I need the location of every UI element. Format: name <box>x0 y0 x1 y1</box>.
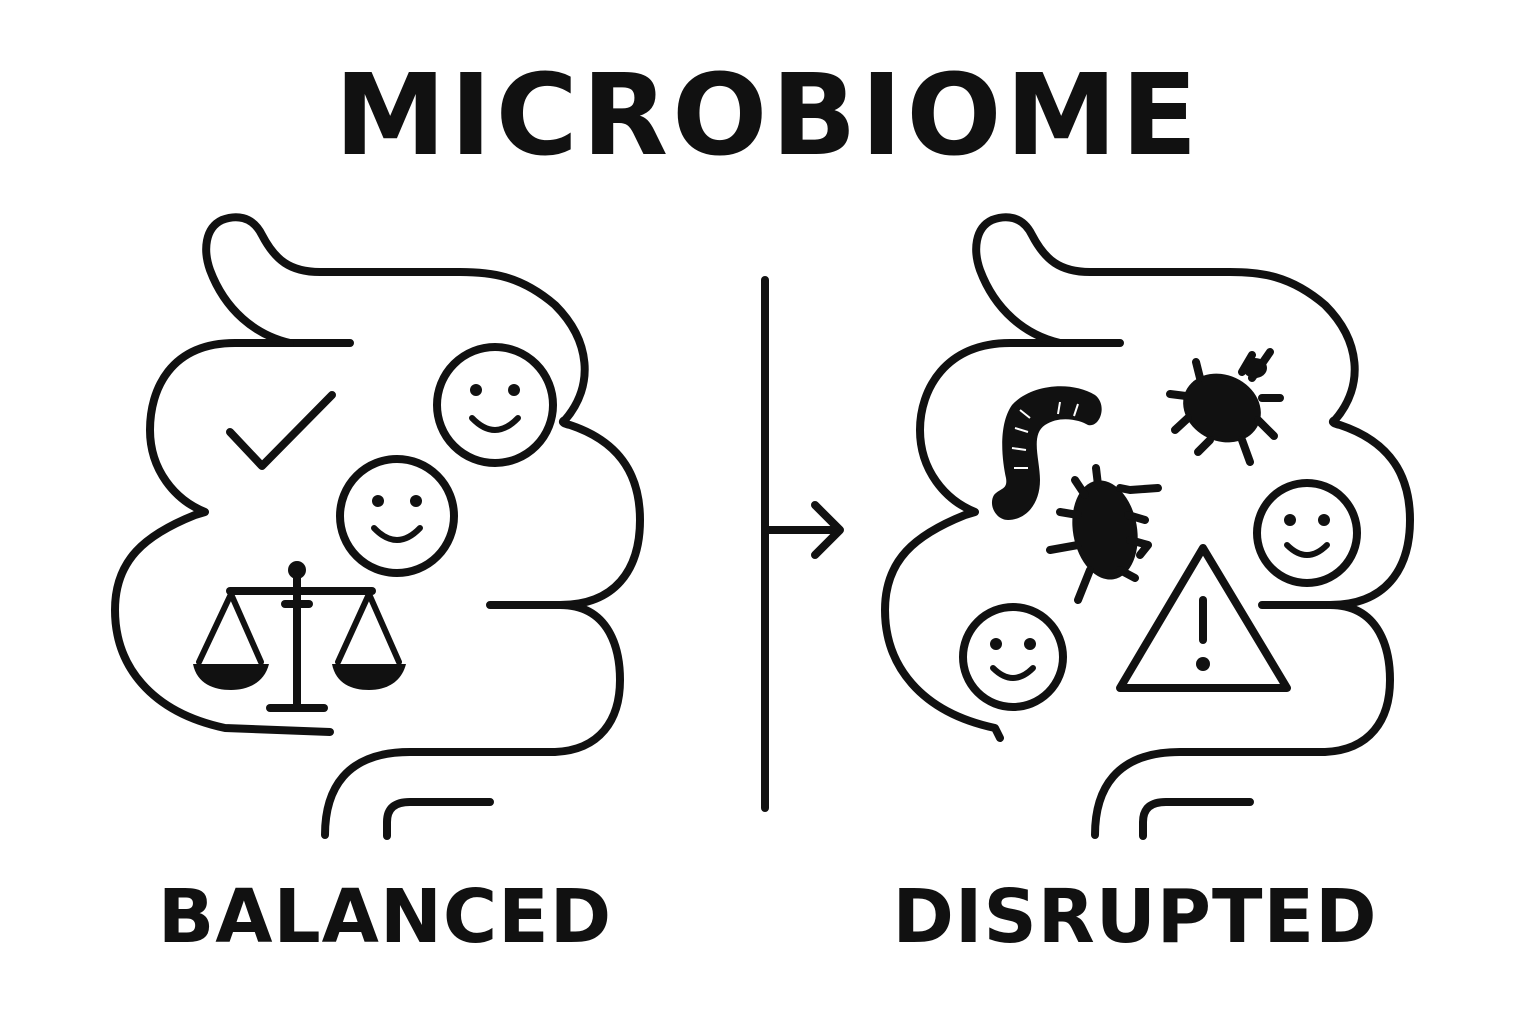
disrupted-label: DISRUPTED <box>892 874 1378 960</box>
check-icon <box>226 391 336 470</box>
bug-icon <box>1166 348 1284 466</box>
intestine-outer-icon <box>972 213 1414 609</box>
warning-icon <box>1116 544 1291 692</box>
divider <box>761 276 844 812</box>
worm-icon <box>991 386 1102 520</box>
smiley-icon <box>433 343 557 467</box>
page-title: MICROBIOME <box>334 51 1202 181</box>
intestine-outer-icon <box>202 213 644 609</box>
smiley-icon <box>336 455 458 577</box>
disrupted-panel <box>881 213 1414 840</box>
intestine-icon <box>881 339 1394 840</box>
balance-scale-icon <box>193 561 406 712</box>
smiley-icon <box>959 603 1067 711</box>
balanced-panel <box>111 213 644 840</box>
smiley-icon <box>1253 479 1361 587</box>
intestine-icon <box>111 339 624 840</box>
bug-icon <box>1046 464 1162 604</box>
balanced-label: BALANCED <box>157 874 613 960</box>
arrow-right-icon <box>765 501 844 559</box>
